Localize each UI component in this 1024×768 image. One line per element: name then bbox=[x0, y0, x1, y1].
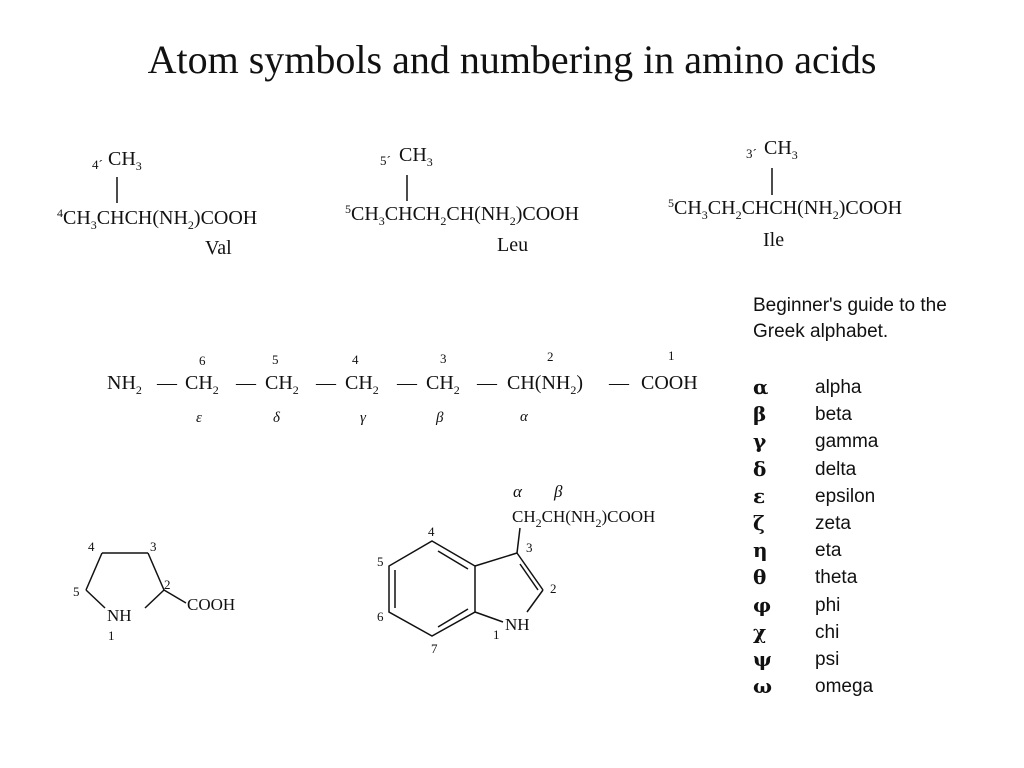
trp-atom-number: 7 bbox=[431, 641, 438, 656]
greek-letter-symbol: ζ bbox=[753, 511, 765, 535]
lys-greek-label: α bbox=[520, 409, 528, 425]
val-main-chain: 4CH3CHCH(NH2)COOH bbox=[57, 206, 258, 232]
greek-letter-row: β beta bbox=[753, 402, 993, 429]
greek-letter-row: ζ zeta bbox=[753, 511, 993, 538]
greek-letter-row: ε epsilon bbox=[753, 484, 993, 511]
greek-letter-symbol: χ bbox=[753, 619, 767, 644]
trp-nh: NH bbox=[505, 615, 530, 634]
leu-main-chain: 5CH3CHCH2CH(NH2)COOH bbox=[345, 202, 580, 228]
pro-nh: NH bbox=[107, 606, 132, 625]
greek-letter-row: φ phi bbox=[753, 593, 993, 620]
greek-letter-symbol: β bbox=[753, 402, 767, 427]
lys-greek-label: ε bbox=[196, 410, 202, 426]
leu-name: Leu bbox=[497, 234, 529, 256]
greek-letter-name: omega bbox=[815, 676, 874, 698]
page-title: Atom symbols and numbering in amino acid… bbox=[147, 37, 877, 82]
lys-ch2: CH2 bbox=[265, 372, 299, 397]
lys-ch2: CH2 bbox=[345, 372, 379, 397]
lys-bond: — bbox=[157, 372, 177, 394]
val-methyl-group: CH3 bbox=[108, 148, 142, 173]
val-name: Val bbox=[205, 237, 232, 259]
trp-atom-number: 6 bbox=[377, 609, 384, 624]
lys-ch-nh2: CH(NH2) bbox=[507, 372, 584, 397]
lys-bond: — bbox=[236, 372, 256, 394]
greek-letter-row: ω omega bbox=[753, 674, 993, 701]
lys-bond: — bbox=[316, 372, 336, 394]
indole-ring bbox=[388, 527, 544, 637]
lys-ch2: CH2 bbox=[185, 372, 219, 397]
lys-nh2: NH2 bbox=[107, 372, 142, 397]
trp-atom-number: 1 bbox=[493, 627, 500, 642]
pro-atom-number: 2 bbox=[164, 577, 171, 592]
greek-letter-symbol: η bbox=[753, 538, 768, 563]
greek-letter-row: γ gamma bbox=[753, 429, 993, 456]
ile-name: Ile bbox=[763, 229, 785, 251]
trp-atom-number: 5 bbox=[377, 554, 384, 569]
ile-main-chain: 5CH3CH2CHCH(NH2)COOH bbox=[668, 196, 903, 222]
greek-letter-name: alpha bbox=[815, 377, 862, 398]
trp-side-chain: CH2CH(NH2)COOH bbox=[512, 507, 656, 530]
pro-atom-number: 3 bbox=[150, 539, 157, 554]
trp-atom-number: 3 bbox=[526, 540, 533, 555]
greek-letter-symbol: δ bbox=[753, 456, 767, 481]
greek-letter-name: phi bbox=[815, 594, 841, 616]
greek-letter-row: δ delta bbox=[753, 457, 993, 484]
leu-methyl-number: 5´ bbox=[380, 153, 391, 168]
lys-number: 1 bbox=[668, 348, 675, 363]
greek-letter-symbol: θ bbox=[753, 565, 767, 590]
greek-letter-name: epsilon bbox=[815, 485, 876, 507]
greek-letter-name: eta bbox=[815, 540, 842, 562]
trp-atom-number: 4 bbox=[428, 524, 435, 539]
greek-letter-symbol: ψ bbox=[753, 647, 772, 671]
greek-letter-name: psi bbox=[815, 649, 840, 670]
greek-letter-name: theta bbox=[815, 567, 858, 589]
greek-letter-name: gamma bbox=[815, 431, 879, 453]
lys-number: 6 bbox=[199, 353, 206, 368]
lys-bond: — bbox=[477, 372, 497, 394]
lys-number: 4 bbox=[352, 352, 359, 367]
lys-greek-label: δ bbox=[273, 410, 280, 426]
greek-guide-title: Beginner's guide to the Greek alphabet. bbox=[753, 295, 947, 342]
greek-letter-row: θ theta bbox=[753, 565, 993, 592]
greek-letter-row: η eta bbox=[753, 538, 993, 565]
trp-alpha-label: α bbox=[513, 482, 522, 501]
pro-atom-number: 1 bbox=[108, 628, 115, 643]
lys-ch2: CH2 bbox=[426, 372, 460, 397]
leu-methyl-group: CH3 bbox=[399, 144, 433, 169]
lys-bond: — bbox=[397, 372, 417, 394]
greek-letter-name: beta bbox=[815, 404, 852, 426]
val-methyl-number: 4´ bbox=[92, 157, 103, 172]
greek-letter-row: χ chi bbox=[753, 620, 993, 647]
pro-cooh: COOH bbox=[187, 595, 236, 614]
greek-letter-symbol: ε bbox=[753, 483, 766, 508]
ile-methyl-group: CH3 bbox=[764, 137, 798, 162]
lys-greek-label: β bbox=[436, 410, 444, 426]
trp-atom-number: 2 bbox=[550, 581, 557, 596]
greek-letter-symbol: ω bbox=[753, 674, 773, 699]
greek-letter-row: ψ psi bbox=[753, 647, 993, 674]
trp-beta-label: β bbox=[554, 482, 563, 501]
ile-methyl-number: 3´ bbox=[746, 146, 757, 161]
lys-number: 3 bbox=[440, 351, 447, 366]
greek-letter-name: chi bbox=[815, 621, 840, 643]
greek-letter-symbol: α bbox=[753, 375, 769, 399]
greek-letter-name: zeta bbox=[815, 513, 851, 534]
greek-letter-name: delta bbox=[815, 458, 857, 480]
pro-atom-number: 4 bbox=[88, 539, 95, 554]
lys-greek-label: γ bbox=[360, 410, 366, 426]
lys-cooh: COOH bbox=[641, 372, 698, 394]
greek-letter-row: α alpha bbox=[753, 375, 993, 402]
lys-bond: — bbox=[609, 372, 629, 394]
proline-ring bbox=[85, 552, 187, 609]
greek-letter-symbol: γ bbox=[753, 429, 767, 454]
pro-atom-number: 5 bbox=[73, 584, 80, 599]
lys-number: 2 bbox=[547, 349, 554, 364]
greek-letter-symbol: φ bbox=[753, 592, 772, 617]
lys-number: 5 bbox=[272, 352, 279, 367]
